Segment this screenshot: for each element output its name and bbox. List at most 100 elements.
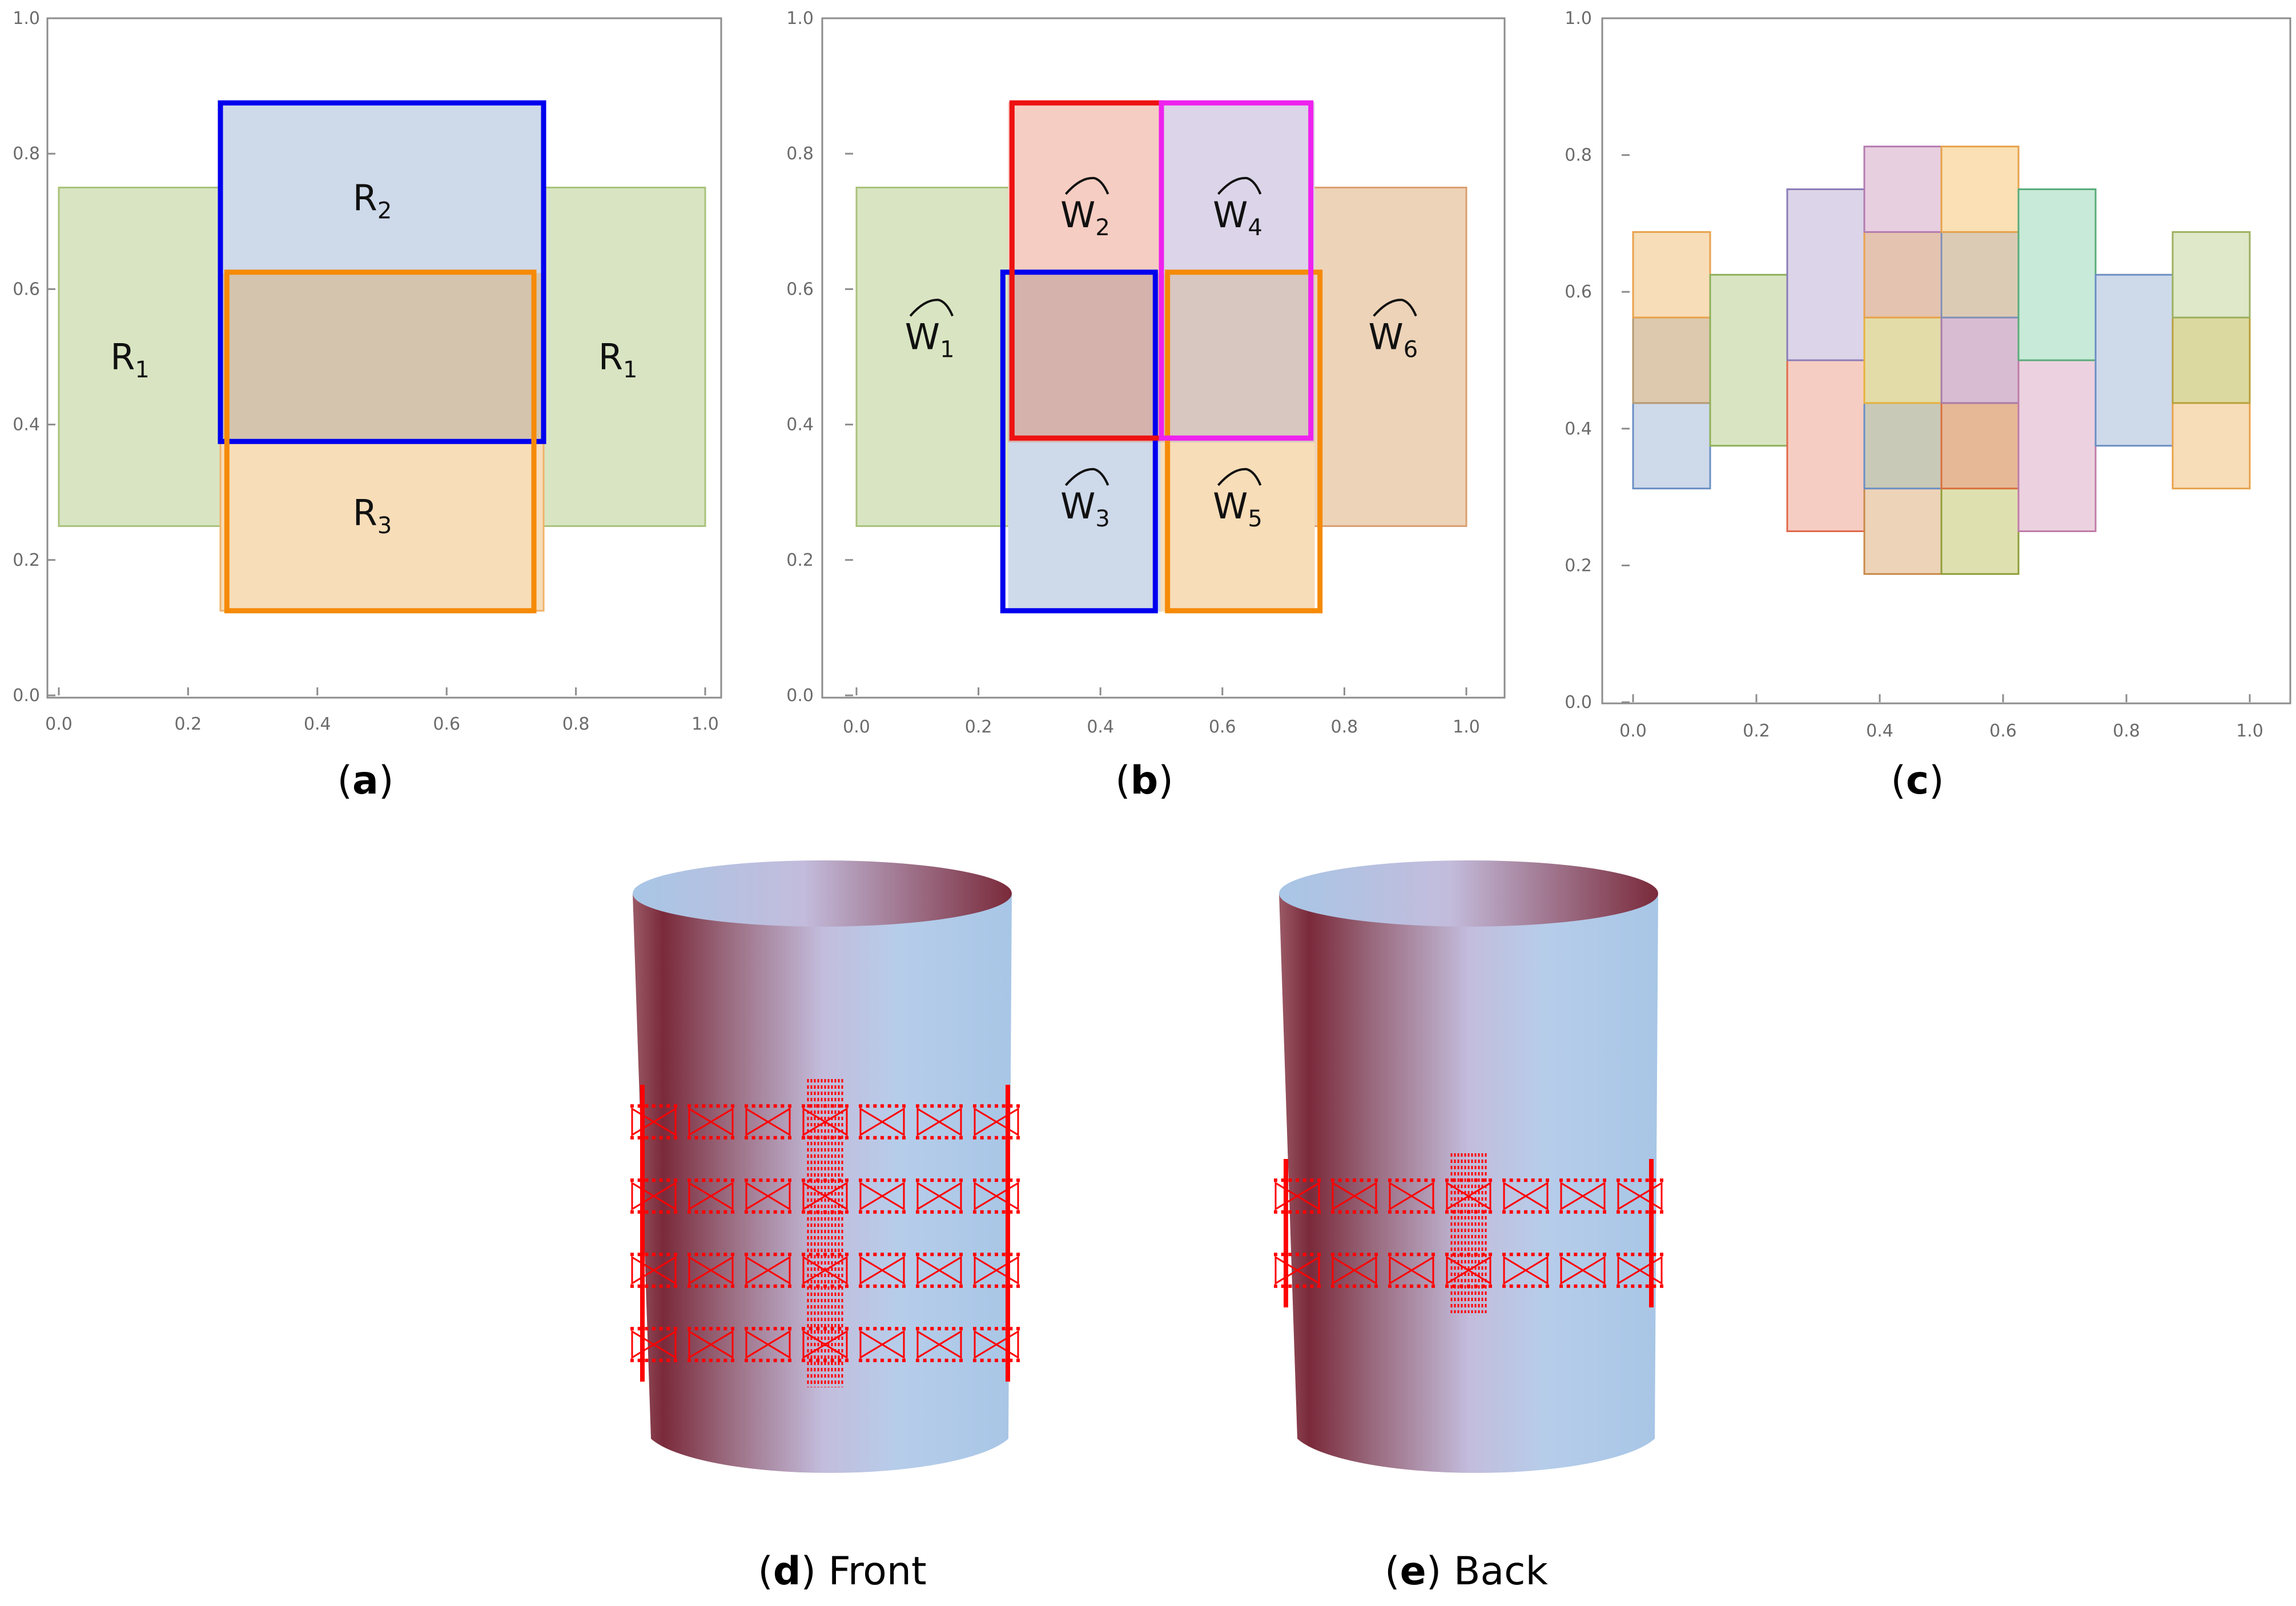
fractal-triangle <box>916 1330 941 1359</box>
fractal-dot <box>1367 1210 1371 1214</box>
fractal-dot <box>1002 1210 1006 1214</box>
fractal-dot <box>716 1358 720 1362</box>
y-tick-label: 0.8 <box>1565 146 1592 166</box>
fractal-dot <box>895 1253 899 1257</box>
y-tick-label: 0.6 <box>1565 282 1592 302</box>
fractal-dot <box>709 1358 713 1362</box>
fractal-dot <box>995 1284 998 1288</box>
fractal-triangle <box>1467 1255 1491 1285</box>
rect-16 <box>2017 359 2097 532</box>
rect-layer <box>1632 146 2251 575</box>
fractal-dot <box>845 1327 849 1331</box>
y-tick-label: 0.2 <box>786 550 814 570</box>
fractal-dot <box>1417 1284 1421 1288</box>
x-tick-label: 1.0 <box>2236 721 2263 741</box>
fractal-dot <box>731 1178 734 1182</box>
fractal-dot <box>995 1253 998 1257</box>
fractal-dot <box>809 1358 813 1362</box>
fractal-triangle <box>1446 1255 1470 1285</box>
rect-0 <box>855 187 1010 527</box>
fractal-dot <box>788 1178 791 1182</box>
fractal-dot <box>880 1104 884 1108</box>
fractal-dot <box>887 1327 891 1331</box>
fractal-triangle <box>766 1181 791 1211</box>
fractal-dot <box>781 1136 785 1140</box>
fractal-dot <box>944 1327 948 1331</box>
fractal-triangle <box>745 1255 770 1285</box>
fractal-pattern <box>630 1079 1020 1387</box>
fractal-dot <box>709 1284 713 1288</box>
fractal-dot <box>973 1327 976 1331</box>
fractal-dot <box>723 1104 727 1108</box>
caption-a: (a) <box>337 758 394 803</box>
fractal-dot <box>866 1104 870 1108</box>
fractal-dot <box>1445 1253 1449 1257</box>
fractal-dot <box>1009 1358 1013 1362</box>
fractal-dot <box>702 1136 706 1140</box>
y-tick-label: 0.6 <box>13 279 40 299</box>
fractal-dot <box>987 1327 991 1331</box>
fractal-dot <box>923 1358 927 1362</box>
fractal-dot <box>637 1136 641 1140</box>
fractal-dot <box>1009 1253 1013 1257</box>
fractal-dot <box>873 1178 877 1182</box>
fractal-dot <box>694 1178 698 1182</box>
fractal-dot <box>923 1327 927 1331</box>
fractal-dot <box>1574 1210 1578 1214</box>
fractal-dot <box>652 1136 656 1140</box>
fractal-triangle <box>1332 1181 1356 1211</box>
fractal-dot <box>1531 1284 1535 1288</box>
fractal-dot <box>731 1327 734 1331</box>
fractal-dot <box>1581 1210 1585 1214</box>
rect-3 <box>1709 273 1788 447</box>
fractal-dot <box>1524 1284 1527 1288</box>
fractal-dot <box>1374 1284 1378 1288</box>
fractal-dot <box>1645 1178 1649 1182</box>
fractal-dot <box>923 1253 927 1257</box>
fractal-dot <box>916 1284 919 1288</box>
fractal-dot <box>980 1136 984 1140</box>
fractal-dot <box>1424 1210 1428 1214</box>
fractal-dot <box>652 1210 656 1214</box>
fractal-dot <box>1588 1253 1592 1257</box>
rect-layer <box>58 100 706 614</box>
fractal-dot <box>1517 1253 1521 1257</box>
fractal-dot <box>1317 1210 1321 1214</box>
fractal-dot <box>980 1253 984 1257</box>
fractal-dot <box>959 1358 963 1362</box>
fractal-dot <box>916 1253 919 1257</box>
fractal-dot <box>666 1178 670 1182</box>
fractal-dot <box>773 1253 777 1257</box>
fractal-dot <box>731 1253 734 1257</box>
fractal-dot <box>1345 1210 1349 1214</box>
fractal-dot <box>759 1253 763 1257</box>
fractal-dot <box>1288 1253 1292 1257</box>
fractal-triangle <box>880 1107 905 1137</box>
fractal-dot <box>1603 1210 1606 1214</box>
fractal-dot <box>959 1284 963 1288</box>
fractal-triangle <box>1560 1255 1585 1285</box>
fractal-dot <box>895 1136 899 1140</box>
fractal-dot <box>731 1210 734 1214</box>
fractal-dot <box>694 1358 698 1362</box>
fractal-dot <box>630 1358 634 1362</box>
fractal-dot <box>930 1104 934 1108</box>
x-tick-label: 0.0 <box>1619 721 1647 741</box>
fractal-dot <box>645 1284 649 1288</box>
fractal-dot <box>973 1178 976 1182</box>
fractal-dot <box>788 1358 791 1362</box>
fractal-dot <box>959 1178 963 1182</box>
fractal-triangle <box>1332 1255 1356 1285</box>
fractal-dot <box>1531 1210 1535 1214</box>
fractal-dot <box>1016 1210 1020 1214</box>
fractal-dot <box>980 1210 984 1214</box>
fractal-triangle <box>766 1330 791 1359</box>
region-label: R3 <box>353 492 392 539</box>
fractal-dot <box>938 1136 941 1140</box>
fractal-dot <box>1310 1284 1314 1288</box>
fractal-dot <box>802 1327 805 1331</box>
rect-3 <box>219 271 545 442</box>
fractal-dot <box>652 1284 656 1288</box>
